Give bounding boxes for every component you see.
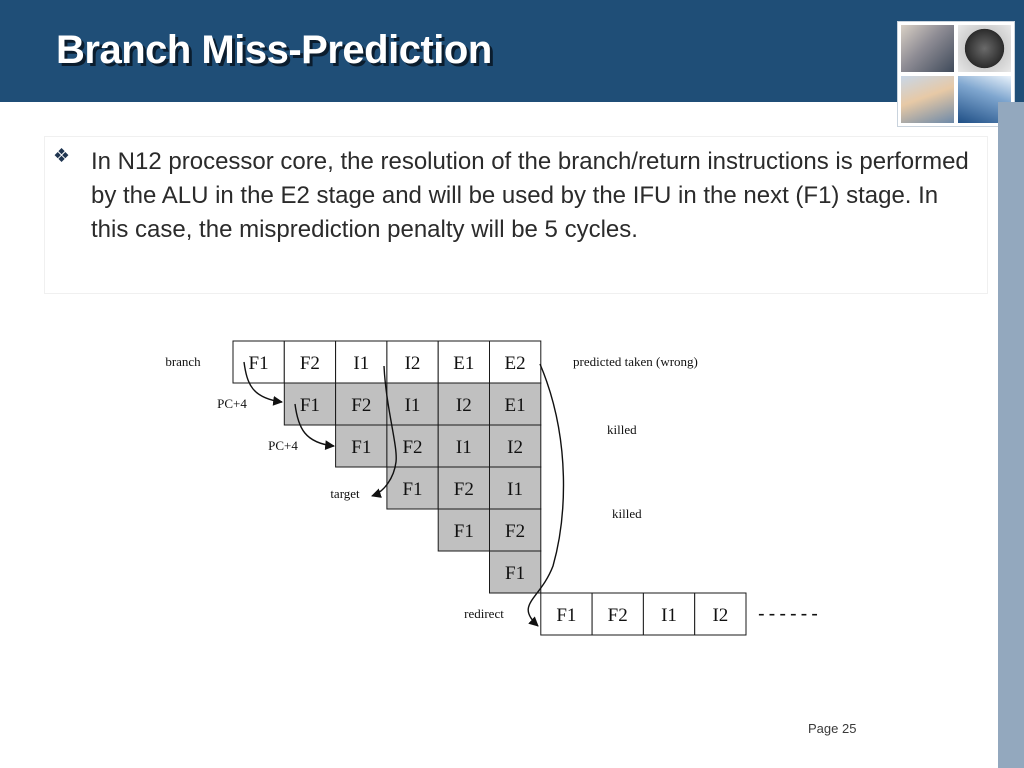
pipeline-stage-label: F1 [454, 521, 474, 542]
pipeline-cell [335, 382, 388, 426]
slide-title: Branch Miss-Prediction [56, 28, 492, 72]
pipeline-stage-label: I1 [507, 479, 523, 500]
hands-photo [901, 76, 954, 123]
pipeline-cell [540, 592, 593, 636]
pipeline-stage-label: F1 [351, 437, 371, 458]
chip-photo [958, 25, 1011, 72]
tablet-photo [901, 25, 954, 72]
pipeline-stage-label: F1 [300, 395, 320, 416]
pipeline-stage-label: I2 [507, 437, 523, 458]
pipeline-stage-label: E1 [453, 353, 474, 374]
pipeline-cell [489, 340, 542, 384]
pipeline-cell [489, 424, 542, 468]
arrow-branch-to-pc4 [243, 361, 283, 406]
pipeline-stage-label: I2 [712, 605, 728, 626]
arrow-pc4-to-pc4 [294, 403, 335, 450]
pipeline-cell [694, 592, 747, 636]
pipeline-stage-label: E1 [505, 395, 526, 416]
pipeline-stage-label: F2 [454, 479, 474, 500]
pipeline-cell [232, 340, 285, 384]
pipeline-stage-label: F2 [608, 605, 628, 626]
arrow-target [371, 365, 397, 498]
pipeline-stage-label: I2 [405, 353, 421, 374]
bullet-text: In N12 processor core, the resolution of… [91, 148, 969, 243]
pipeline-stage-label: F1 [249, 353, 269, 374]
pipeline-cell [437, 424, 491, 468]
pipeline-cell [489, 382, 542, 426]
pipeline-stage-label: I1 [661, 605, 677, 626]
pipeline-cell [335, 340, 388, 384]
pipeline-cell [335, 424, 388, 468]
pipeline-cell [489, 466, 542, 510]
pipeline-cell [489, 550, 542, 594]
pipeline-stage-label: F1 [505, 563, 525, 584]
arrow-redirect [527, 363, 565, 627]
diamond-bullet-icon: ❖ [53, 146, 71, 167]
pipeline-cell [591, 592, 644, 636]
label-target: target [330, 486, 360, 501]
annotation-killed-first: killed [607, 422, 637, 437]
pipeline-stage-label: I2 [456, 395, 472, 416]
pipeline-cell [386, 382, 439, 426]
label-redirect: redirect [464, 606, 504, 621]
label-pc4-first: PC+4 [217, 396, 247, 411]
pipeline-stage-label: E2 [505, 353, 526, 374]
pipeline-stage-label: F1 [556, 605, 576, 626]
pipeline-stage-label: F1 [402, 479, 422, 500]
pipeline-stage-label: F2 [351, 395, 371, 416]
pipeline-cell [437, 508, 491, 552]
pipeline-stage-label: F2 [505, 521, 525, 542]
annotation-killed-second: killed [612, 506, 642, 521]
right-edge-strip [998, 102, 1024, 768]
pipeline-cell [489, 508, 542, 552]
label-pc4-second: PC+4 [268, 438, 298, 453]
annotation-predicted-taken: predicted taken (wrong) [573, 354, 698, 369]
text-panel [44, 136, 988, 294]
pipeline-stage-label: F2 [300, 353, 320, 374]
pipeline-stage-label: I1 [353, 353, 369, 374]
label-branch: branch [165, 354, 201, 369]
pipeline-cell [437, 466, 491, 510]
pipeline-stage-label: I1 [456, 437, 472, 458]
header-photo-collage [897, 21, 1015, 127]
pipeline-stage-label: I1 [405, 395, 421, 416]
annotation-continuation-dashes: ------ [758, 603, 822, 625]
page-number: Page 25 [808, 721, 857, 736]
title-bar [0, 0, 1024, 102]
pipeline-cell [437, 340, 491, 384]
pipeline-cell [283, 340, 337, 384]
pipeline-stage-label: F2 [402, 437, 422, 458]
pipeline-cell [283, 382, 337, 426]
